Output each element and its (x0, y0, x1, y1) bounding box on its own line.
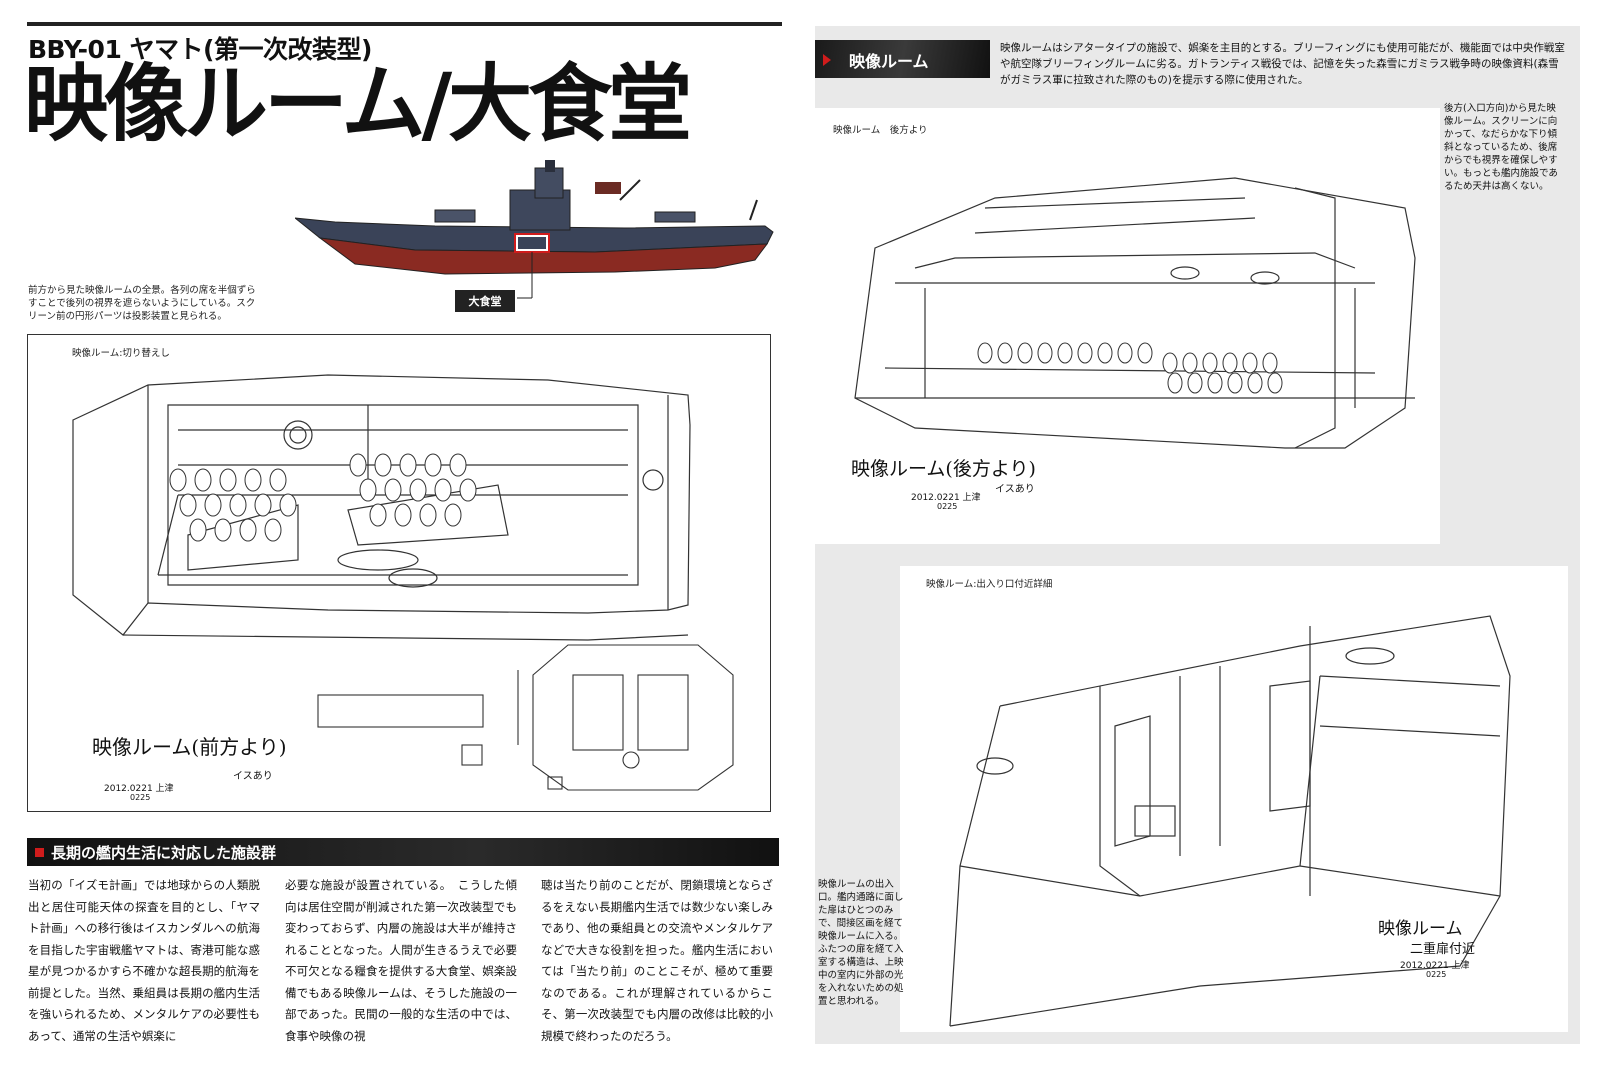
theater-drawing-panel: 映像ルーム:切り替えし (27, 334, 771, 812)
red-square-icon (35, 848, 44, 857)
drawing-sketch-note2: イスあり (233, 771, 273, 782)
entrance-date: 2012.0221 上津 (1400, 961, 1470, 971)
rear-view-sketch-note2: イスあり (995, 484, 1035, 495)
rear-view-drawing-panel: 映像ルーム 後方より 映像ルーム(後方より) イスあり 2012.0221 上津… (815, 108, 1440, 544)
rear-view-label: 映像ルーム 後方より (833, 125, 928, 136)
body-column-1: 当初の「イズモ計画」では地球からの人類脱出と居住可能天体の探査を目的とし、「ヤマ… (28, 878, 260, 1043)
ship-caption: 前方から見た映像ルームの全景。各列の席を半個ずら すことで後列の視界を遮らないよ… (28, 285, 256, 322)
top-rule (27, 22, 782, 26)
red-triangle-icon (823, 54, 831, 66)
entrance-sketch-note: 映像ルーム (1378, 919, 1463, 939)
entrance-side-note: 映像ルームの出入口。艦内通路に面した扉はひとつのみで、間接区画を経て映像ルームに… (818, 879, 904, 1007)
section-heading: 長期の艦内生活に対応した施設群 (51, 844, 277, 862)
entrance-drawing (949, 615, 1511, 1027)
ship-callout-label: 大食堂 (455, 290, 515, 312)
entrance-date2: 0225 (1426, 970, 1447, 979)
rear-view-sketch-note: 映像ルーム(後方より) (851, 458, 1036, 480)
section-tab-label: 映像ルーム (849, 52, 929, 71)
ship-illustration (295, 160, 774, 299)
drawing-sketch-note: 映像ルーム(前方より) (92, 735, 287, 759)
rear-view-side-note: 後方(入口方向)から見た映像ルーム。スクリーンに向かって、なだらかな下り傾斜とな… (1444, 103, 1558, 192)
drawing-label: 映像ルーム:切り替えし (72, 348, 170, 359)
body-column-2: 必要な施設が設置されている。 こうした傾向は居住空間が削減された第一次改装型でも… (285, 878, 517, 1043)
drawing-date2: 0225 (130, 793, 151, 802)
entrance-drawing-label: 映像ルーム:出入り口付近詳細 (926, 579, 1053, 590)
left-page: BBY-01 ヤマト(第一次改装型) 映像ルーム/大食堂 大食堂 前方から見た映… (24, 22, 782, 1043)
section-tab: 映像ルーム (815, 40, 990, 78)
rear-view-date2: 0225 (937, 502, 958, 511)
theater-drawing (72, 374, 734, 791)
rear-view-date: 2012.0221 上津 (911, 493, 981, 503)
section-heading-bar: 長期の艦内生活に対応した施設群 (27, 838, 779, 866)
ship-code: BBY-01 ヤマト(第一次改装型) (28, 35, 372, 64)
entrance-drawing-panel: 映像ルーム:出入り口付近詳細 映像ルーム 二重扉付近 2012.0221 上津 … (900, 566, 1568, 1032)
page-title: 映像ルーム/大食堂 (24, 54, 692, 153)
entrance-sketch-note2: 二重扉付近 (1410, 942, 1476, 957)
rear-view-drawing (854, 177, 1416, 449)
intro-paragraph: 映像ルームはシアタータイプの施設で、娯楽を主目的とする。ブリーフィングにも使用可… (1000, 42, 1565, 86)
body-column-3: 聴は当たり前のことだが、閉鎖環境とならざるをえない長期艦内生活では数少ない楽しみ… (541, 878, 773, 1043)
drawing-date: 2012.0221 上津 (104, 784, 174, 794)
